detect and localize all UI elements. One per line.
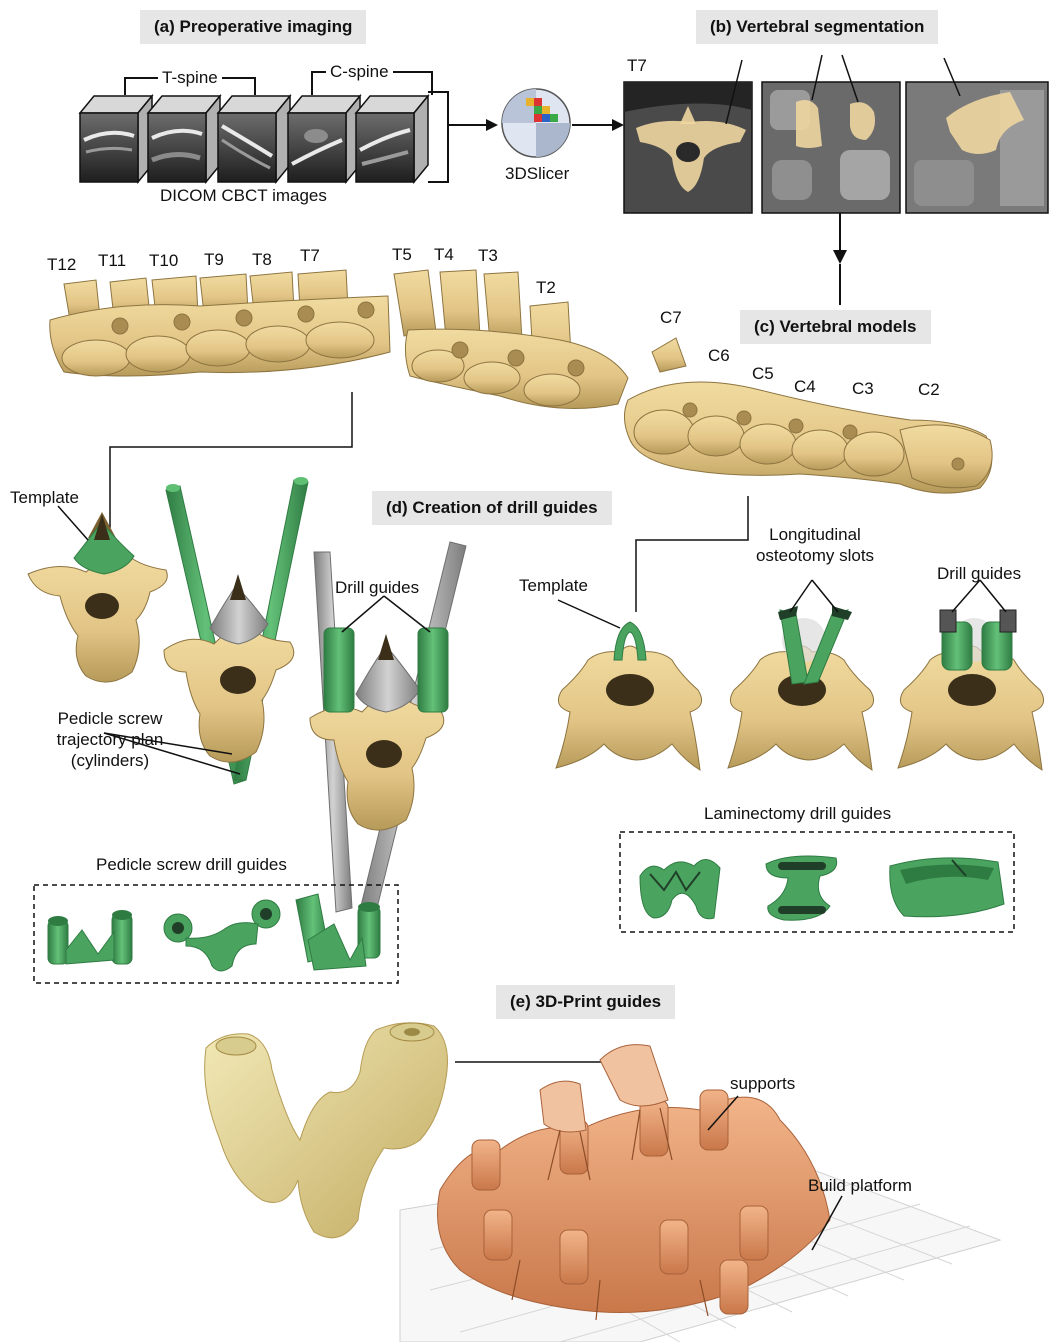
drill-guides-left-label: Drill guides: [335, 578, 419, 598]
slicer-label: 3DSlicer: [505, 164, 569, 184]
tspine-label: T-spine: [158, 68, 222, 88]
vertebra-label-c7: C7: [660, 308, 682, 328]
vertebra-label-t4: T4: [434, 245, 454, 265]
ct-slice-1: [80, 96, 152, 182]
pedicle-plan-line-1: Pedicle screw: [30, 708, 190, 729]
slicer-logo-icon: [502, 89, 570, 157]
ct-slice-3: [218, 96, 290, 182]
longitudinal-slots-label: Longitudinal osteotomy slots: [725, 524, 905, 566]
laminectomy-guide-1: [640, 859, 720, 918]
longitudinal-line-1: Longitudinal: [725, 524, 905, 545]
ct-axial-panel: [624, 60, 752, 213]
build-platform-label: Build platform: [808, 1176, 912, 1196]
pedicle-guide-2: [164, 900, 280, 971]
ct-slice-2: [148, 96, 220, 182]
template-right-label: Template: [519, 576, 588, 596]
vertebra-label-t2: T2: [536, 278, 556, 298]
vertebra-label-t7: T7: [300, 246, 320, 266]
vertebra-label-c2: C2: [918, 380, 940, 400]
pedicle-plan-line-2: trajectory plan: [30, 729, 190, 750]
vertebra-label-c4: C4: [794, 377, 816, 397]
vertebra-label-t8: T8: [252, 250, 272, 270]
pedicle-plan-label: Pedicle screw trajectory plan (cylinders…: [30, 708, 190, 771]
ct-coronal-panel: [762, 55, 900, 213]
vertebra-label-t9: T9: [204, 250, 224, 270]
printed-guide-photo: [205, 1023, 448, 1238]
section-label-c: (c) Vertebral models: [740, 310, 931, 344]
laminectomy-guide-2: [766, 856, 837, 920]
ct-slice-4: [288, 96, 360, 182]
vertebra-label-c6: C6: [708, 346, 730, 366]
cervical-spine-model: [624, 338, 992, 493]
segmentation-to-models-arrow: [833, 213, 847, 305]
cervical-vertebra-slots: [728, 580, 874, 770]
laminectomy-guide-3: [890, 858, 1004, 917]
template-left-label: Template: [10, 488, 79, 508]
cervical-vertebra-drill-guides: [898, 580, 1044, 770]
pedicle-plan-line-3: (cylinders): [30, 750, 190, 771]
ct-slice-5: [356, 96, 428, 182]
vertebra-label-c5: C5: [752, 364, 774, 384]
thoracic-vertebra-template: [28, 512, 167, 682]
supports-label: supports: [730, 1074, 795, 1094]
longitudinal-line-2: osteotomy slots: [725, 545, 905, 566]
dicom-image-stack: [80, 72, 448, 182]
pedicle-guide-1: [48, 910, 132, 964]
section-label-e: (e) 3D-Print guides: [496, 985, 675, 1019]
t7-ct-label: T7: [627, 56, 647, 76]
upper-thoracic-spine-model: [394, 270, 628, 409]
pedicle-box-label: Pedicle screw drill guides: [96, 855, 287, 875]
section-label-a: (a) Preoperative imaging: [140, 10, 366, 44]
thoracic-spine-model: [50, 270, 390, 376]
vertebra-label-t10: T10: [149, 251, 178, 271]
cspine-label: C-spine: [326, 62, 393, 82]
vertebra-label-t5: T5: [392, 245, 412, 265]
dicom-label: DICOM CBCT images: [160, 186, 327, 206]
section-label-d: (d) Creation of drill guides: [372, 491, 612, 525]
ct-sagittal-panel: [906, 58, 1048, 213]
vertebra-label-t11: T11: [98, 251, 126, 271]
template-right-pointer: [558, 600, 620, 628]
laminectomy-guides-box: [620, 832, 1014, 932]
vertebra-label-t12: T12: [47, 255, 76, 275]
laminectomy-box-label: Laminectomy drill guides: [704, 804, 891, 824]
drill-guides-right-label: Drill guides: [937, 564, 1021, 584]
vertebra-label-t3: T3: [478, 246, 498, 266]
cervical-vertebra-template: [556, 622, 702, 770]
section-label-b: (b) Vertebral segmentation: [696, 10, 938, 44]
vertebra-label-c3: C3: [852, 379, 874, 399]
